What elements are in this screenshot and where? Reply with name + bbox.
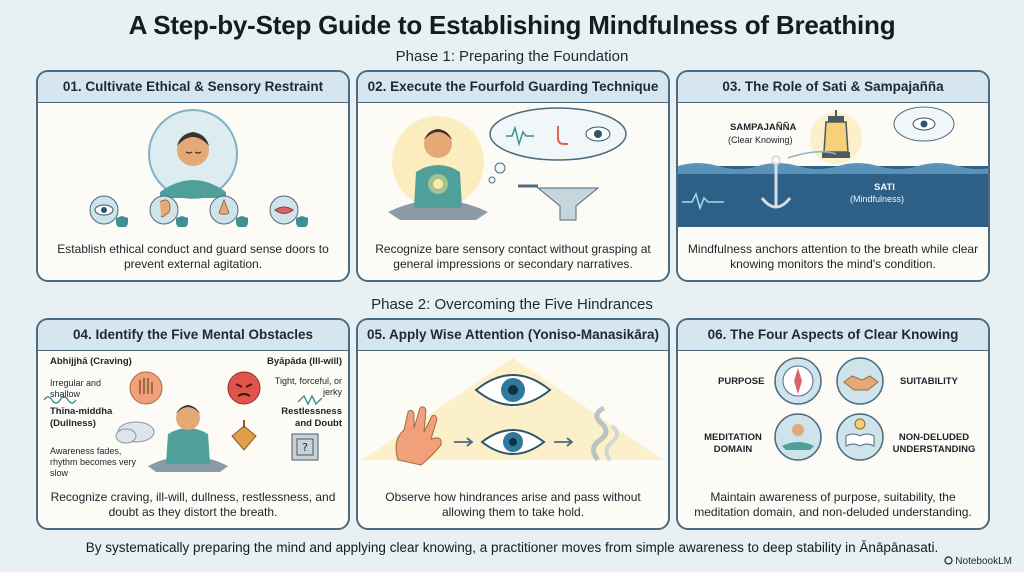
label-purpose: PURPOSE — [718, 376, 765, 387]
label-thina-desc: Awareness fades, rhythm becomes very slo… — [50, 446, 137, 478]
spinning-top-icon — [231, 420, 257, 451]
meditator-glow-icon — [388, 116, 488, 220]
card-illustration — [38, 102, 348, 229]
nose-sense-icon — [209, 195, 239, 225]
meditator-circle-icon — [774, 413, 822, 461]
large-eye-icon — [474, 374, 552, 406]
card-05: 05. Apply Wise Attention (Yoniso-Manasik… — [356, 318, 670, 530]
card-description: Recognize craving, ill-will, dullness, r… — [50, 490, 336, 519]
card-illustration — [358, 350, 668, 475]
lantern-icon — [810, 110, 862, 164]
notebooklm-logo-icon — [943, 556, 953, 565]
smoke-icon — [591, 405, 619, 462]
anchor-icon — [760, 151, 837, 209]
book-bulb-icon — [836, 413, 884, 461]
angry-face-icon — [227, 371, 261, 405]
phase-1-label: Phase 1: Preparing the Foundation — [395, 48, 629, 65]
card-description: Recognize bare sensory contact without g… — [375, 242, 651, 271]
small-eye-icon — [480, 429, 546, 455]
card-illustration: SAMPAJAÑÑA (Clear Knowing) SATI (Mindful… — [678, 102, 988, 227]
label-sati: SATI — [874, 182, 895, 193]
compass-icon — [774, 357, 822, 405]
card-description: Establish ethical conduct and guard sens… — [57, 242, 329, 271]
label-thina: Thīna-middha (Dullness) — [50, 406, 113, 429]
label-restless: Restlessness and Doubt — [281, 406, 342, 429]
footer-summary: By systematically preparing the mind and… — [85, 540, 939, 555]
card-06: 06. The Four Aspects of Clear Knowing — [676, 318, 990, 530]
arrow-icon — [454, 437, 574, 447]
card-description: Mindfulness anchors attention to the bre… — [687, 242, 979, 271]
card-description: Observe how hindrances arise and pass wi… — [385, 490, 641, 519]
label-sati-sub: (Mindfulness) — [850, 194, 905, 204]
label-abhijjha-desc: Irregular and shallow — [50, 378, 102, 399]
card-03: 03. The Role of Sati & Sampajañña — [676, 70, 990, 282]
label-byapada-desc: Tight, forceful, or jerky — [274, 376, 342, 397]
maze-question-icon: ? — [291, 433, 319, 461]
label-suitability: SUITABILITY — [900, 376, 958, 387]
label-domain: MEDITATION DOMAIN — [704, 432, 762, 455]
handshake-icon — [836, 357, 884, 405]
card-heading: 03. The Role of Sati & Sampajañña — [678, 72, 988, 103]
card-illustration — [358, 102, 668, 227]
mouth-sense-icon — [269, 195, 299, 225]
card-heading: 02. Execute the Fourfold Guarding Techni… — [358, 72, 668, 103]
card-illustration: ? Abhijjhā (Craving) Irregular and shall… — [38, 350, 348, 478]
brand-label: NotebookLM — [955, 556, 1012, 567]
card-04: 04. Identify the Five Mental Obstacles — [36, 318, 350, 530]
card-01: 01. Cultivate Ethical & Sensory Restrain… — [36, 70, 350, 282]
card-heading: 04. Identify the Five Mental Obstacles — [38, 320, 348, 351]
craving-hand-icon — [129, 371, 163, 405]
label-sampajanna: SAMPAJAÑÑA — [730, 122, 797, 133]
card-02: 02. Execute the Fourfold Guarding Techni… — [356, 70, 670, 282]
card-heading: 05. Apply Wise Attention (Yoniso-Manasik… — [358, 320, 668, 351]
eye-sense-icon — [89, 195, 119, 225]
thought-cloud-icon — [488, 107, 627, 184]
eye-cloud-icon — [893, 106, 955, 142]
meditator-icon — [148, 405, 228, 472]
phase-2-label: Phase 2: Overcoming the Five Hindrances — [371, 296, 653, 313]
card-description: Maintain awareness of purpose, suitabili… — [694, 490, 972, 519]
page-title: A Step-by-Step Guide to Establishing Min… — [128, 10, 896, 40]
card-heading: 06. The Four Aspects of Clear Knowing — [678, 320, 988, 351]
hand-icon — [395, 406, 442, 466]
label-abhijjha: Abhijjhā (Craving) — [50, 356, 132, 367]
brand-mark: NotebookLM — [943, 556, 1012, 567]
sieve-icon — [518, 184, 600, 221]
shield-icon — [116, 216, 308, 229]
label-sampajanna-sub: (Clear Knowing) — [728, 135, 793, 145]
label-nondeluded: NON-DELUDED UNDERSTANDING — [892, 432, 976, 455]
card-illustration: PURPOSE SUITABILITY MEDITATION DOMAIN NO… — [678, 350, 988, 475]
cloud-icon — [115, 421, 155, 444]
svg-text:?: ? — [302, 441, 308, 454]
ear-sense-icon — [149, 195, 179, 225]
meditator-bubble-icon — [148, 109, 238, 199]
card-heading: 01. Cultivate Ethical & Sensory Restrain… — [38, 72, 348, 103]
label-byapada: Byāpāda (Ill-will) — [267, 356, 342, 367]
